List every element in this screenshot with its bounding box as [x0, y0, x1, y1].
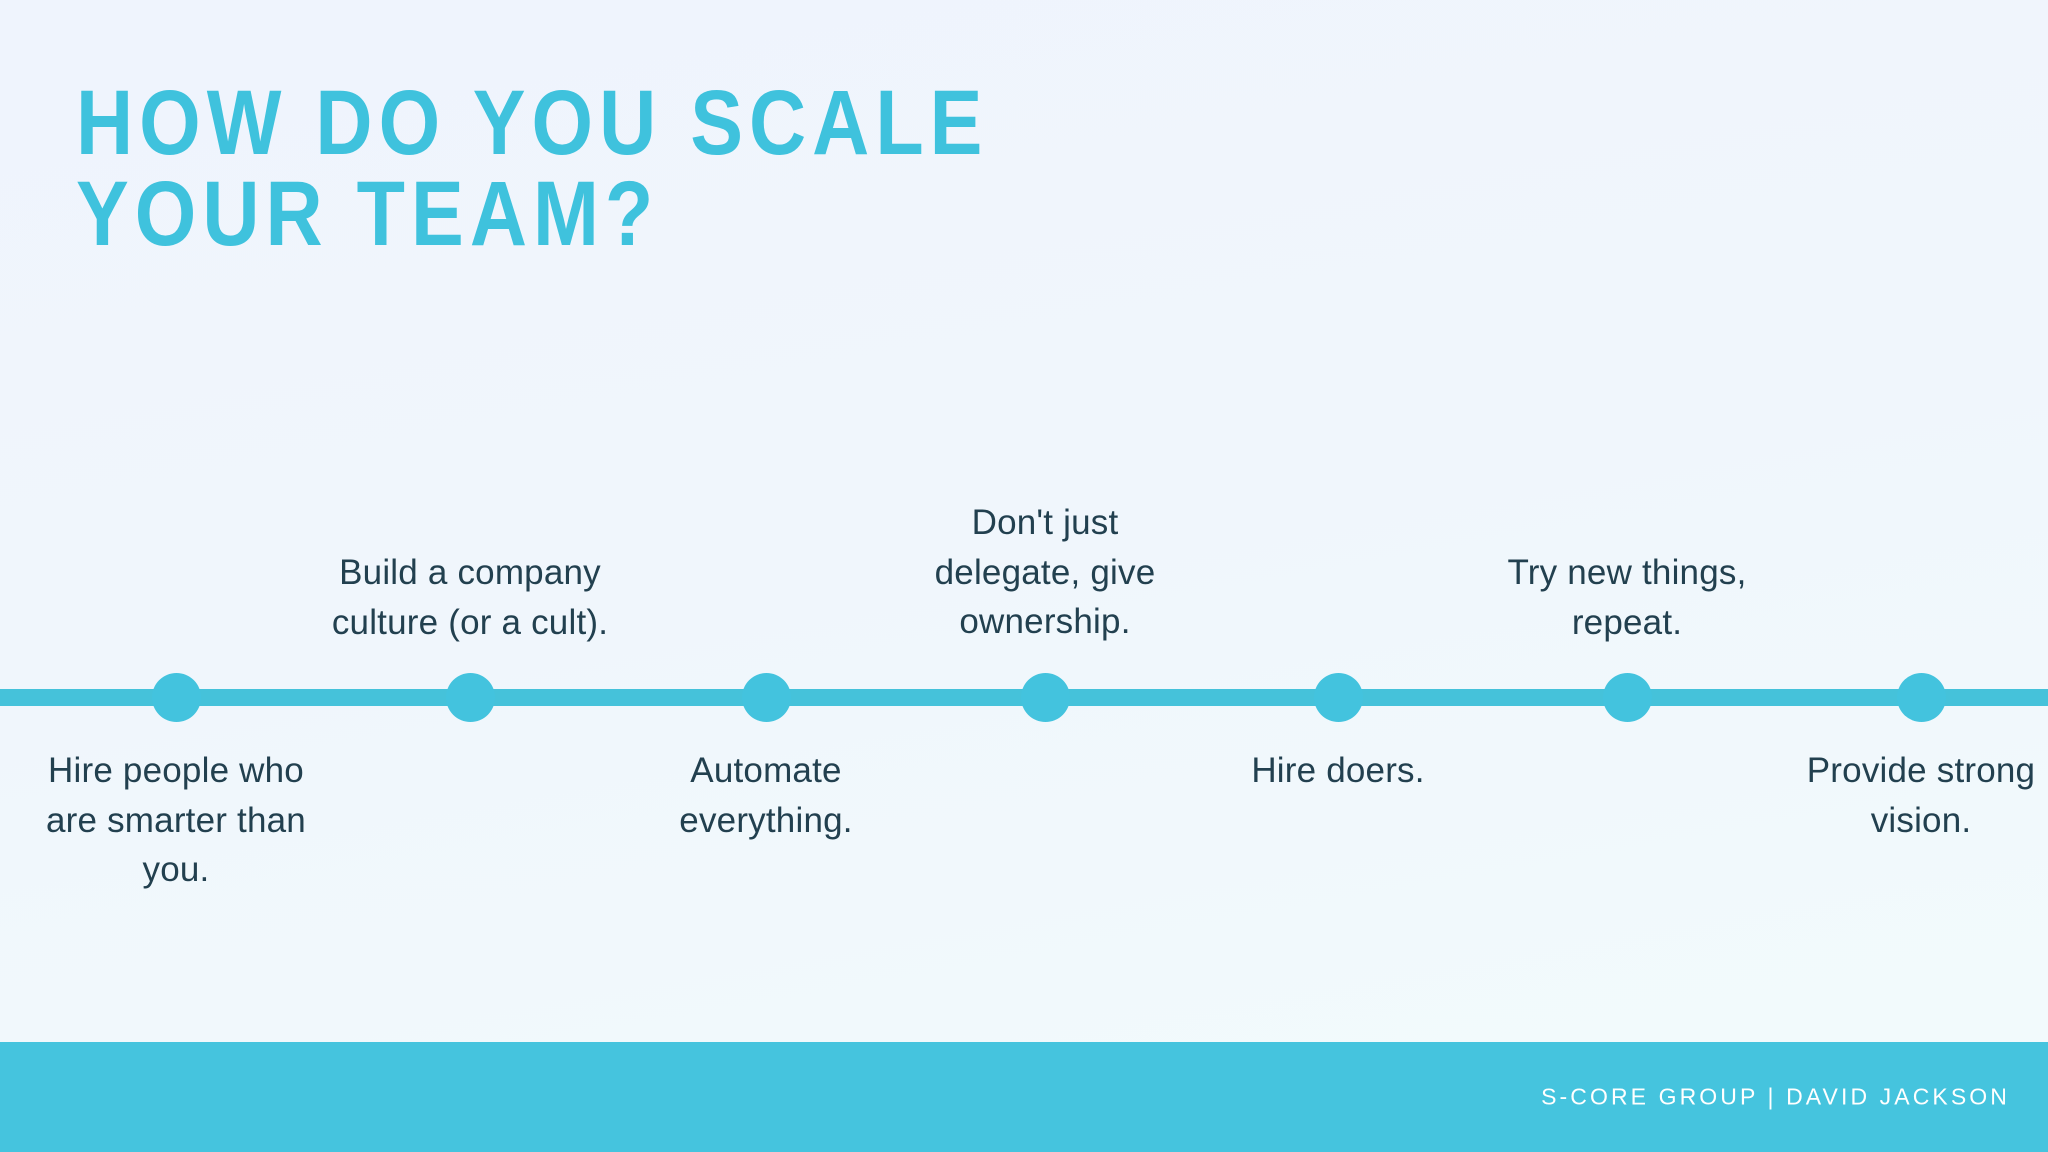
timeline-dot: [1602, 673, 1652, 722]
title-line-2: YOUR TEAM?: [76, 163, 660, 266]
milestone-label: Don't just delegate, give ownership.: [934, 503, 1156, 642]
milestone-label: Try new things, repeat.: [1507, 553, 1747, 642]
page-title: HOW DO YOU SCALE YOUR TEAM?: [76, 72, 1376, 266]
timeline-dot: [1020, 673, 1070, 722]
milestone-label: Build a company culture (or a cult).: [331, 553, 609, 642]
timeline-dot: [1313, 673, 1363, 722]
timeline-dot: [151, 673, 201, 722]
title-line-1: HOW DO YOU SCALE: [76, 72, 989, 174]
milestone-label: Hire people who are smarter than you.: [46, 751, 306, 890]
milestone-label: Hire doers.: [1251, 751, 1425, 790]
footer-credit: S-CORE GROUP | DAVID JACKSON: [1541, 1083, 2010, 1110]
timeline-dot: [445, 673, 495, 722]
timeline-dot: [1896, 673, 1946, 722]
milestone-label: Automate everything.: [679, 751, 853, 840]
timeline-dot: [741, 673, 791, 722]
milestone-label: Provide strong vision.: [1806, 751, 2036, 840]
footer-bar: S-CORE GROUP | DAVID JACKSON: [0, 1042, 2048, 1152]
